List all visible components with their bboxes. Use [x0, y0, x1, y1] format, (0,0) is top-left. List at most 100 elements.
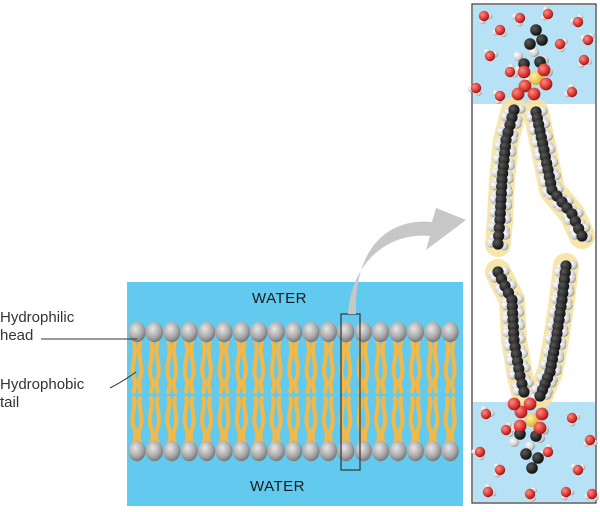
head-sphere — [406, 440, 424, 462]
tail-chain — [362, 395, 370, 449]
tail-chain — [304, 339, 312, 395]
tail-chain — [153, 395, 161, 449]
head-sphere — [319, 321, 337, 343]
oxygen-atom — [494, 464, 506, 476]
tail-chain — [293, 339, 301, 395]
oxygen-atom — [504, 66, 516, 78]
tail-chain — [414, 395, 422, 449]
oxygen-atom — [511, 87, 525, 101]
head-sphere — [354, 321, 372, 343]
oxygen-atom — [514, 12, 526, 24]
tail-chain — [449, 339, 457, 395]
tail-chain — [415, 339, 422, 395]
water-molecule — [480, 405, 495, 420]
tail-chain — [275, 395, 283, 449]
water-molecule — [467, 82, 482, 96]
tail-chain — [345, 395, 353, 449]
tail-chain — [241, 339, 248, 395]
tail-chain — [310, 395, 318, 449]
tail-chain — [287, 395, 295, 449]
carbon-atom — [493, 230, 505, 242]
tail-chain — [182, 339, 190, 395]
head-sphere — [337, 440, 355, 462]
hydrogen-atom — [513, 51, 523, 61]
carbon-atom — [520, 448, 532, 460]
head-sphere — [128, 321, 146, 343]
oxygen-atom — [586, 488, 598, 500]
water-molecule — [540, 6, 554, 21]
water-molecule — [471, 446, 486, 461]
head-sphere — [198, 321, 216, 343]
head-sphere — [180, 440, 198, 462]
hydrophobic-tail-label: Hydrophobic tail — [0, 376, 84, 412]
tail-chain — [223, 339, 231, 395]
tail-chain — [327, 395, 335, 449]
head-sphere — [441, 440, 459, 462]
water-molecule — [584, 488, 599, 502]
water-molecule — [554, 38, 568, 53]
water-molecule — [582, 434, 598, 447]
carbon-atom — [536, 34, 548, 46]
tail-chain — [304, 395, 312, 449]
oxygen-atom — [524, 488, 536, 500]
tail-chain — [269, 395, 277, 449]
head-label-line-2: head — [0, 327, 34, 344]
oxygen-atom — [582, 34, 594, 46]
oxygen-atom — [542, 446, 554, 458]
oxygen-atom — [484, 50, 496, 62]
tail-chain — [165, 339, 173, 395]
head-sphere — [215, 321, 233, 343]
tail-chain — [217, 339, 225, 395]
oxygen-atom — [539, 77, 553, 91]
tail-chain — [328, 339, 335, 395]
water-molecule — [504, 63, 518, 78]
head-sphere — [250, 440, 268, 462]
oxygen-atom — [527, 87, 541, 101]
tail-chain — [391, 339, 399, 395]
head-sphere — [180, 321, 198, 343]
head-sphere — [250, 321, 268, 343]
tail-chain — [321, 395, 330, 449]
tail-chain — [258, 339, 266, 395]
tail-label-line-2: tail — [0, 394, 20, 411]
oxygen-atom — [584, 434, 596, 446]
oxygen-atom — [572, 16, 584, 28]
head-sphere — [302, 440, 320, 462]
oxygen-atom — [494, 24, 506, 36]
head-sphere — [372, 440, 390, 462]
hydrophilic-head-label: Hydrophilic head — [0, 309, 74, 345]
tail-chain — [147, 339, 155, 395]
head-sphere — [406, 321, 424, 343]
oxygen-atom — [480, 408, 492, 420]
tail-chain — [252, 395, 260, 449]
tail-chain — [234, 395, 243, 449]
tail-chain — [147, 395, 156, 449]
tail-chain — [269, 339, 277, 395]
tail-chain — [374, 395, 382, 449]
tail-chain — [443, 395, 451, 449]
oxygen-atom — [478, 10, 490, 22]
hydrophobic-tails — [130, 339, 457, 449]
water-molecule — [569, 14, 584, 28]
head-sphere — [389, 440, 407, 462]
carbon-atom — [518, 386, 530, 398]
head-sphere — [128, 440, 146, 462]
tail-chain — [426, 395, 434, 449]
lipid-atoms — [486, 24, 593, 474]
tail-chain — [252, 339, 260, 395]
tail-chain — [391, 395, 399, 449]
water-molecule — [511, 12, 526, 27]
tail-chain — [188, 395, 196, 449]
tail-chain — [200, 339, 207, 395]
head-sphere — [337, 321, 355, 343]
tail-chain — [321, 339, 329, 395]
tail-chain — [182, 395, 190, 449]
tail-chain — [374, 339, 381, 395]
oxygen-atom — [578, 54, 590, 66]
oxygen-atom — [542, 8, 554, 20]
oxygen-atom — [494, 90, 506, 102]
head-sphere — [441, 321, 459, 343]
tail-chain — [188, 339, 196, 395]
oxygen-atom — [470, 82, 482, 94]
